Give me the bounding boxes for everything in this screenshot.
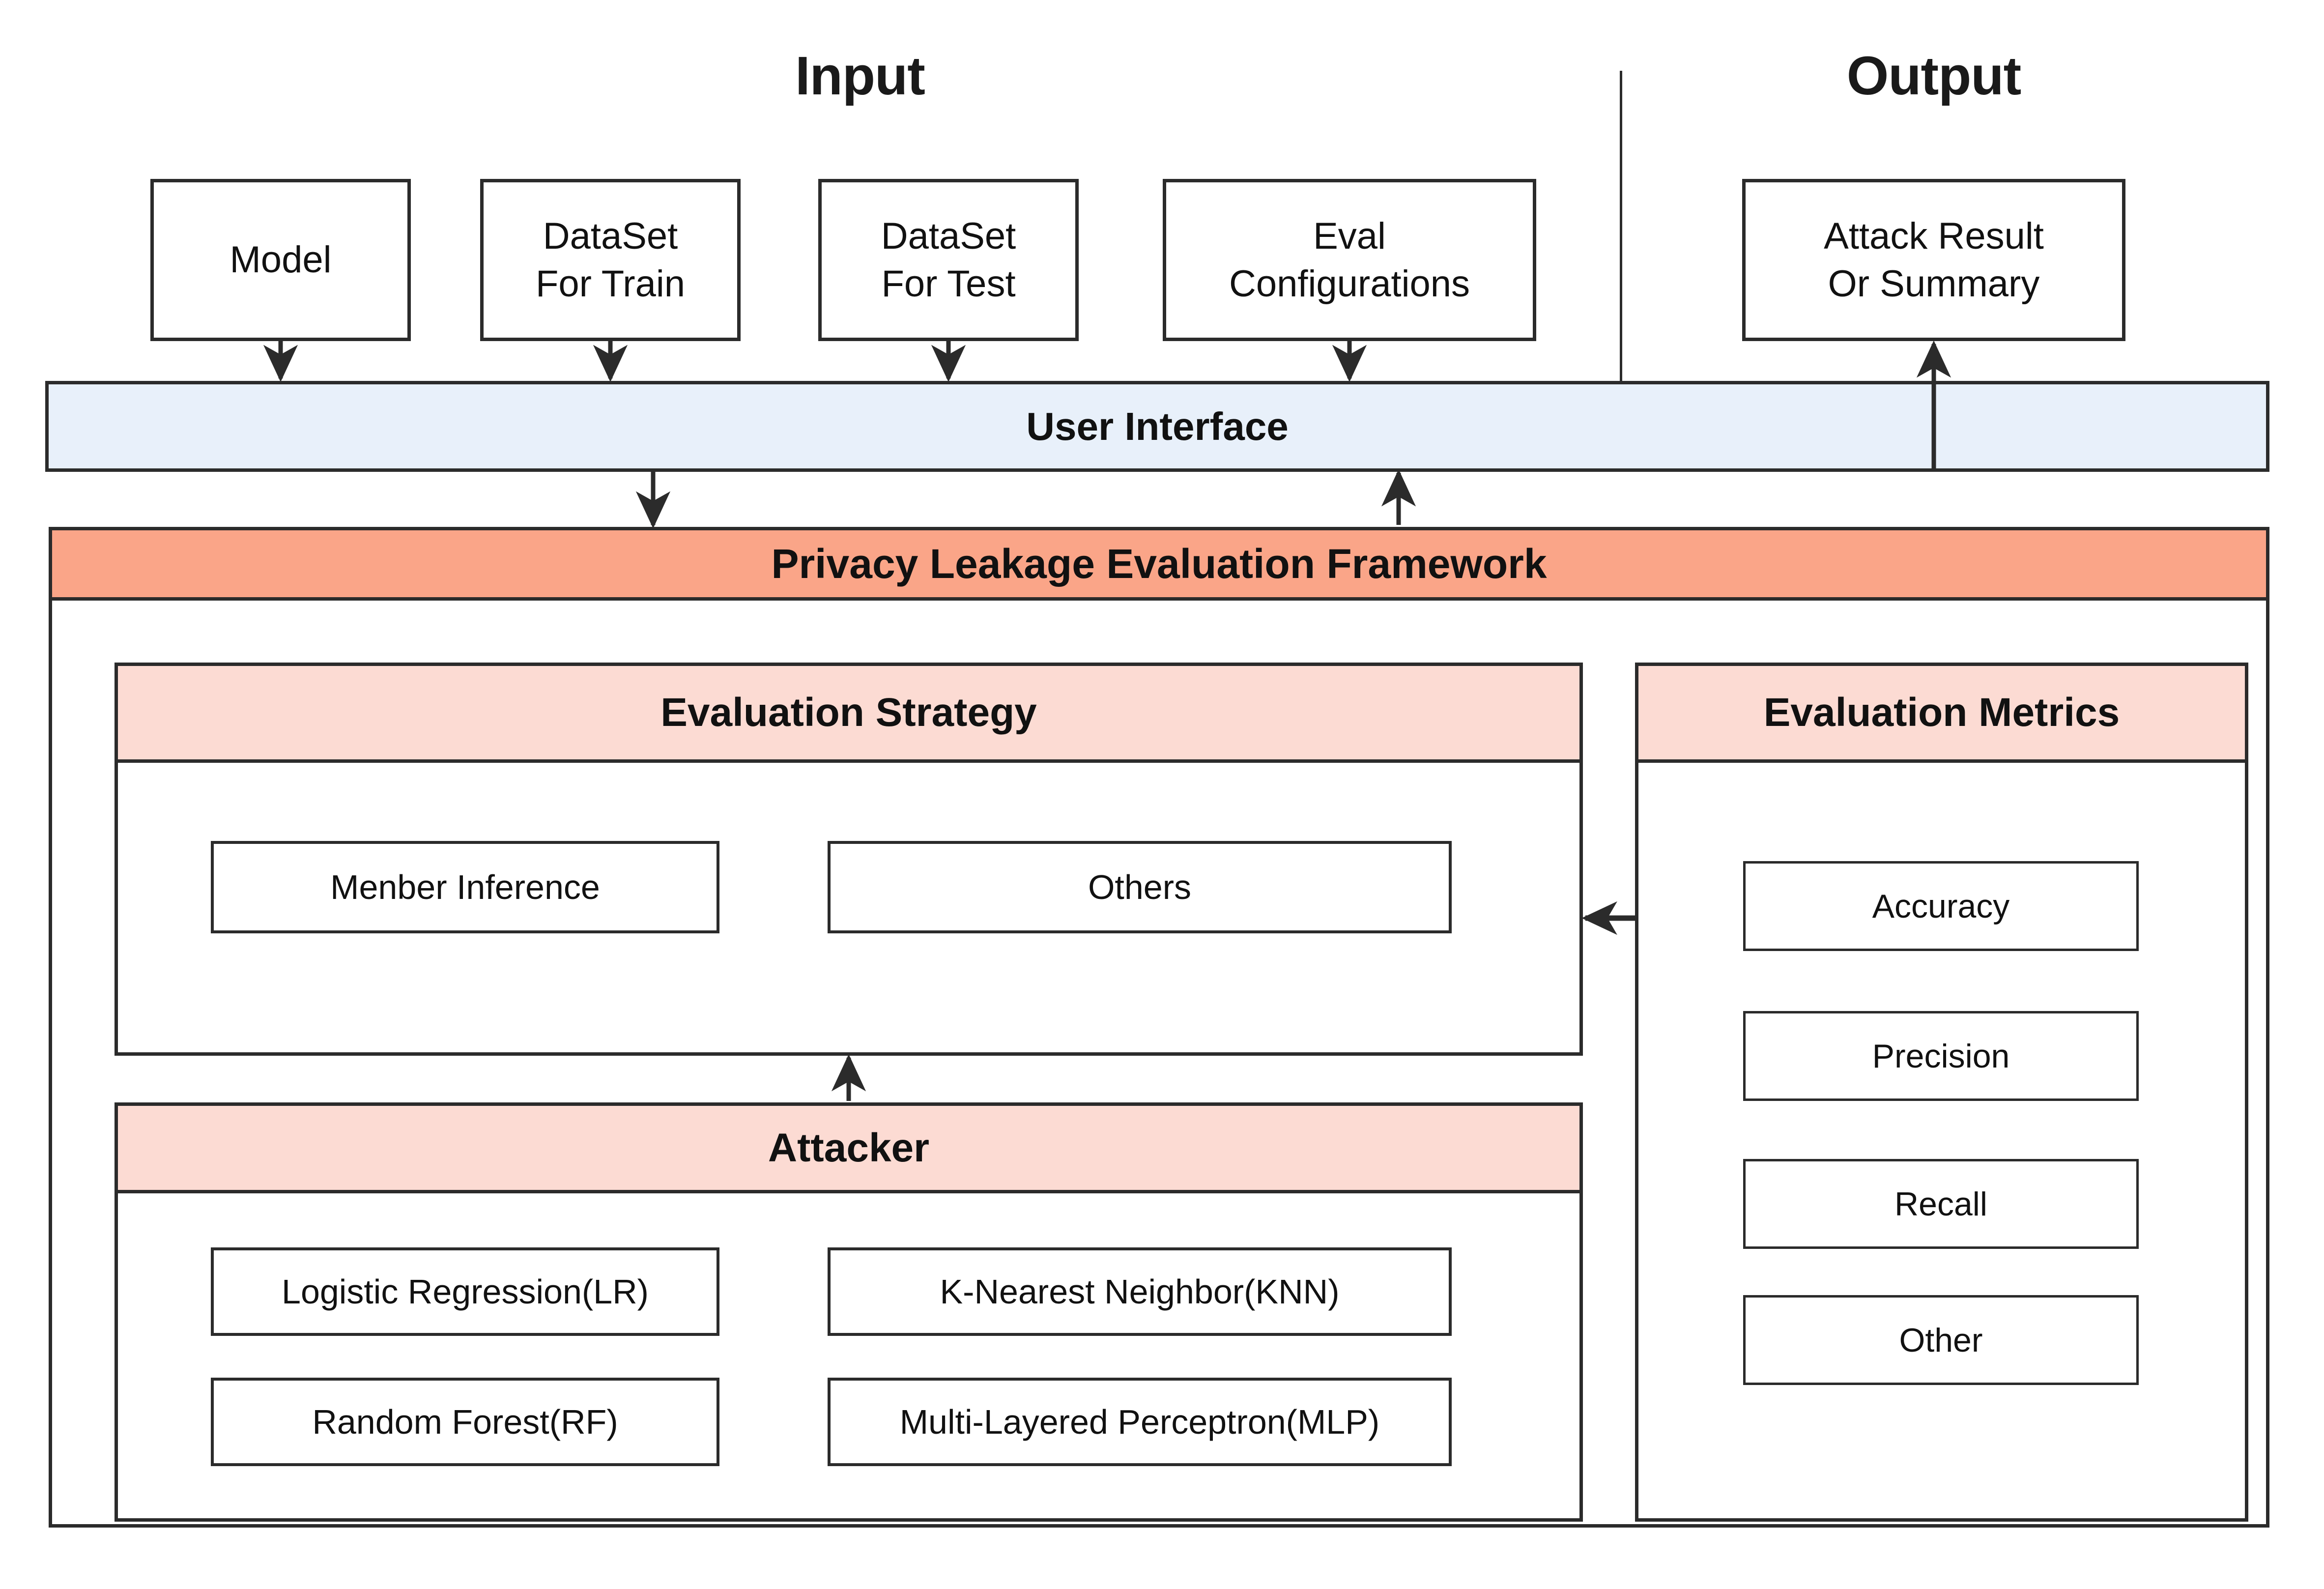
- strategy-item-label: Others: [1088, 868, 1192, 906]
- metric-item-label: Recall: [1894, 1185, 1987, 1223]
- strategy-item-label: Menber Inference: [330, 868, 600, 906]
- evaluation-strategy-title: Evaluation Strategy: [660, 690, 1037, 735]
- metric-item-accuracy[interactable]: Accuracy: [1743, 861, 2139, 951]
- attacker-item-knn[interactable]: K-Nearest Neighbor(KNN): [828, 1247, 1452, 1336]
- evaluation-metrics-title: Evaluation Metrics: [1763, 690, 2120, 735]
- node-line-1: DataSet: [543, 215, 678, 257]
- metric-item-label: Accuracy: [1872, 887, 2010, 925]
- node-line-2: For Train: [535, 263, 686, 305]
- node-line-2: For Test: [881, 263, 1016, 305]
- evaluation-strategy-panel: Evaluation Strategy Menber Inference Oth…: [115, 663, 1583, 1056]
- node-line-2: Configurations: [1229, 263, 1470, 305]
- evaluation-metrics-header: Evaluation Metrics: [1638, 666, 2245, 763]
- strategy-item-member-inference[interactable]: Menber Inference: [211, 841, 719, 933]
- evaluation-strategy-header: Evaluation Strategy: [118, 666, 1579, 763]
- attacker-item-label: K-Nearest Neighbor(KNN): [940, 1272, 1340, 1311]
- metric-item-recall[interactable]: Recall: [1743, 1159, 2139, 1249]
- framework-header: Privacy Leakage Evaluation Framework: [49, 527, 2269, 601]
- input-node-dataset-for-test[interactable]: DataSet For Test: [818, 179, 1079, 341]
- node-line-2: Or Summary: [1828, 263, 2040, 305]
- attacker-body: Logistic Regression(LR) K-Nearest Neighb…: [118, 1193, 1579, 1522]
- attacker-item-label: Random Forest(RF): [312, 1403, 618, 1441]
- node-line-1: Attack Result: [1824, 215, 2044, 257]
- attacker-title: Attacker: [768, 1125, 930, 1170]
- attacker-item-mlp[interactable]: Multi-Layered Perceptron(MLP): [828, 1378, 1452, 1466]
- attacker-panel: Attacker Logistic Regression(LR) K-Neare…: [115, 1102, 1583, 1522]
- metric-item-precision[interactable]: Precision: [1743, 1011, 2139, 1101]
- metric-item-label: Precision: [1872, 1037, 2010, 1075]
- input-node-dataset-for-train[interactable]: DataSet For Train: [480, 179, 741, 341]
- attacker-header: Attacker: [118, 1106, 1579, 1193]
- attacker-item-random-forest[interactable]: Random Forest(RF): [211, 1378, 719, 1466]
- strategy-item-others[interactable]: Others: [828, 841, 1452, 933]
- user-interface-label: User Interface: [1026, 404, 1289, 448]
- node-line-1: Model: [230, 239, 332, 281]
- input-node-model[interactable]: Model: [150, 179, 411, 341]
- input-section-title: Input: [795, 46, 925, 106]
- evaluation-metrics-body: Accuracy Precision Recall Other: [1638, 763, 2245, 1522]
- output-section-title: Output: [1846, 46, 2021, 106]
- attacker-item-logistic-regression[interactable]: Logistic Regression(LR): [211, 1247, 719, 1336]
- node-line-1: Eval: [1313, 215, 1386, 257]
- output-node-attack-result[interactable]: Attack Result Or Summary: [1742, 179, 2125, 341]
- evaluation-strategy-body: Menber Inference Others: [118, 763, 1579, 1056]
- evaluation-metrics-panel: Evaluation Metrics Accuracy Precision Re…: [1635, 663, 2248, 1522]
- metric-item-label: Other: [1899, 1321, 1983, 1359]
- node-line-1: DataSet: [881, 215, 1016, 257]
- attacker-item-label: Multi-Layered Perceptron(MLP): [899, 1403, 1380, 1441]
- input-node-eval-configurations[interactable]: Eval Configurations: [1163, 179, 1536, 341]
- framework-title: Privacy Leakage Evaluation Framework: [771, 540, 1547, 587]
- input-output-divider: [1620, 71, 1622, 383]
- metric-item-other[interactable]: Other: [1743, 1295, 2139, 1385]
- user-interface-bar[interactable]: User Interface: [45, 381, 2269, 472]
- attacker-item-label: Logistic Regression(LR): [282, 1272, 649, 1311]
